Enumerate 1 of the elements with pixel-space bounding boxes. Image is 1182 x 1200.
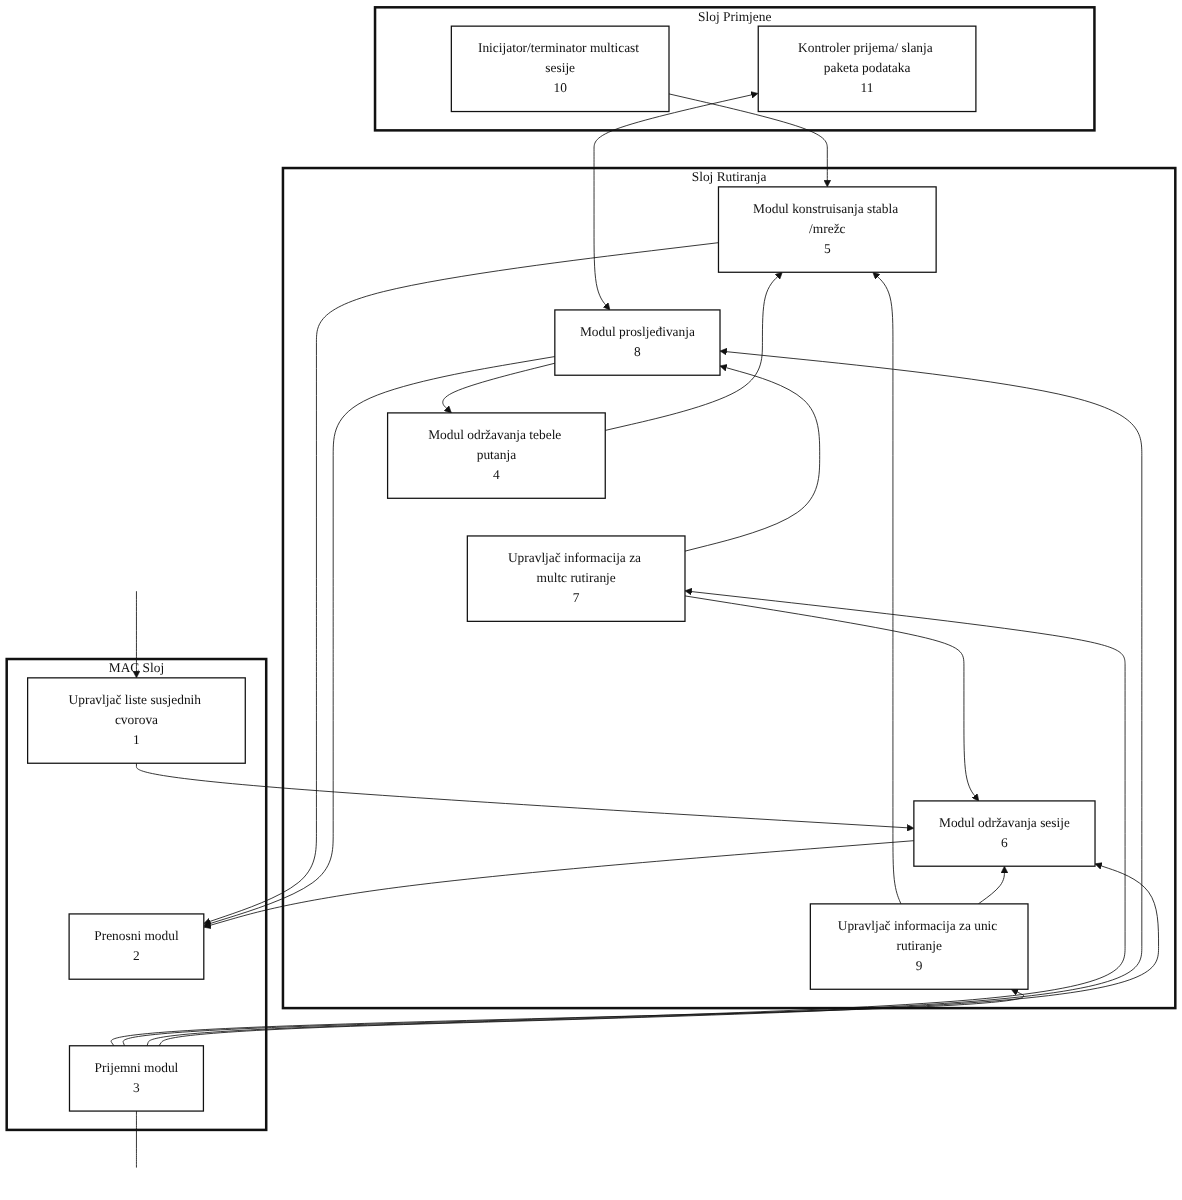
connector — [136, 1110, 137, 1168]
